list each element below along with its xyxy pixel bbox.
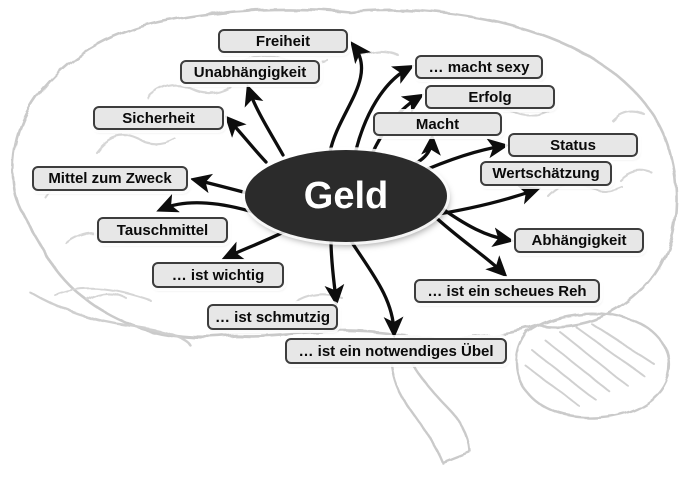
node-ist-schmutzig: … ist schmutzig xyxy=(207,304,338,330)
arrow-sicherheit xyxy=(224,115,268,164)
arrow-uebel xyxy=(349,239,404,339)
node-macht-sexy: … macht sexy xyxy=(415,55,543,79)
arrow-tauschmittel xyxy=(156,193,258,215)
node-sicherheit: Sicherheit xyxy=(93,106,224,130)
node-wertschaetzung: Wertschätzung xyxy=(480,161,612,186)
brain-temporal-ridge xyxy=(28,290,192,347)
node-status: Status xyxy=(508,133,638,157)
center-node-geld: Geld xyxy=(245,150,447,242)
node-ist-wichtig: … ist wichtig xyxy=(152,262,284,288)
arrow-istwichtig xyxy=(221,227,292,260)
node-macht: Macht xyxy=(373,112,502,136)
brain-temporal-ridge-2 xyxy=(54,287,151,301)
node-abhaengigkeit: Abhängigkeit xyxy=(514,228,644,253)
arrow-scheuesreh xyxy=(430,212,508,278)
cerebellum-striations xyxy=(525,323,655,406)
arrow-machtsexy xyxy=(354,65,415,152)
arrow-mittelzumzweck xyxy=(189,173,249,195)
arrow-freiheit xyxy=(328,40,372,154)
node-notwendiges-uebel: … ist ein notwendiges Übel xyxy=(285,338,507,364)
arrow-istschmutzig xyxy=(324,238,345,307)
node-scheues-reh: … ist ein scheues Reh xyxy=(414,279,600,303)
node-erfolg: Erfolg xyxy=(425,85,555,109)
cerebellum-outline xyxy=(515,312,671,420)
node-freiheit: Freiheit xyxy=(218,29,348,53)
node-unabhaengigkeit: Unabhängigkeit xyxy=(180,60,320,84)
arrow-abhaengigkeit xyxy=(435,203,515,248)
arrow-unabhaengigkeit xyxy=(244,84,285,157)
node-tauschmittel: Tauschmittel xyxy=(97,217,228,243)
node-mittel-zum-zweck: Mittel zum Zweck xyxy=(32,166,188,191)
